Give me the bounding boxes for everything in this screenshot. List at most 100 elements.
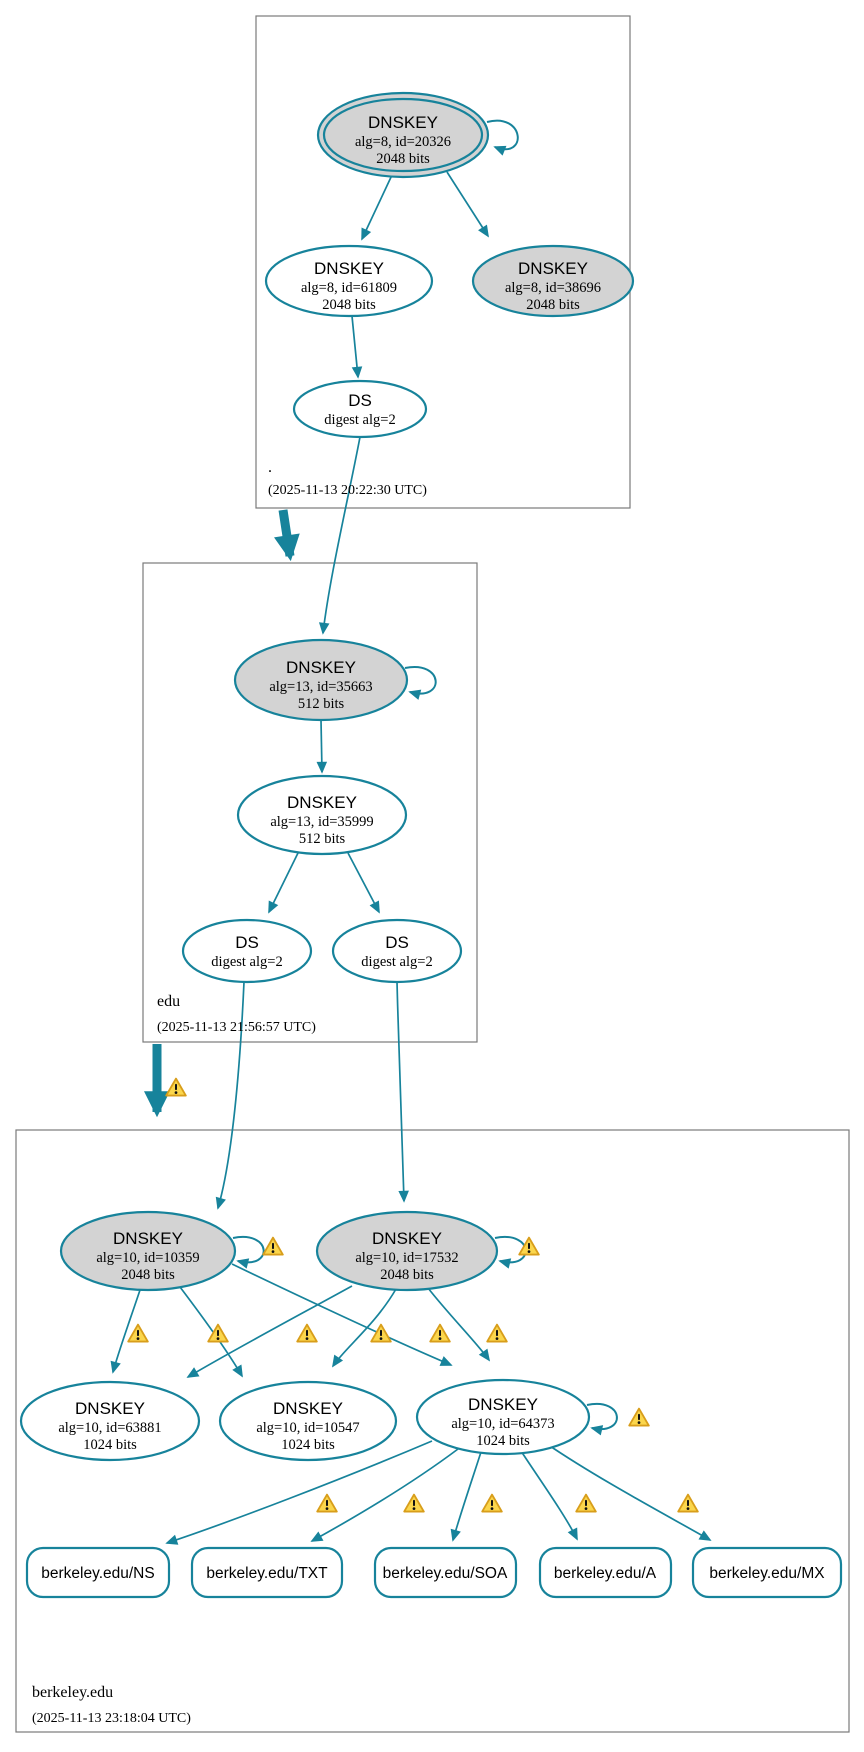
edge-edu-ds-left-to-10359 bbox=[215, 981, 245, 1210]
edge-64373-to-ns bbox=[165, 1440, 433, 1545]
dnskey-node-63881[interactable]: DNSKEY alg=10, id=63881 1024 bits bbox=[19, 1380, 201, 1462]
node-title: DS bbox=[235, 933, 259, 952]
node-title: DNSKEY bbox=[75, 1399, 145, 1418]
rrset-label: berkeley.edu/SOA bbox=[383, 1565, 508, 1582]
edge-17532-to-63881 bbox=[186, 1285, 353, 1378]
node-title: DS bbox=[385, 933, 409, 952]
node-bits: 2048 bits bbox=[376, 151, 430, 167]
edge-10359-to-63881 bbox=[110, 1289, 141, 1374]
zone-timestamp-berkeley: (2025-11-13 23:18:04 UTC) bbox=[32, 1711, 191, 1726]
node-detail: alg=13, id=35999 bbox=[270, 814, 373, 830]
rrset-box bbox=[190, 1546, 344, 1599]
rrset-box bbox=[691, 1546, 843, 1599]
ds-node-edu-right[interactable]: DS digest alg=2 bbox=[331, 918, 463, 984]
warning-icon bbox=[262, 1236, 284, 1256]
dnskey-node-10359[interactable]: DNSKEY alg=10, id=10359 2048 bits bbox=[59, 1210, 237, 1292]
warning-icon bbox=[518, 1236, 540, 1256]
node-detail: alg=10, id=17532 bbox=[355, 1250, 458, 1266]
warning-icon bbox=[628, 1407, 650, 1427]
node-bits: 1024 bits bbox=[476, 1433, 530, 1449]
warning-icon bbox=[486, 1323, 508, 1343]
rrset-box bbox=[373, 1546, 518, 1599]
zone-label-berkeley: berkeley.edu bbox=[32, 1684, 113, 1701]
node-title: DNSKEY bbox=[368, 113, 438, 132]
zone-label-edu: edu bbox=[157, 993, 180, 1010]
edge-35999-to-ds-left bbox=[268, 852, 299, 914]
rrset-label: berkeley.edu/A bbox=[554, 1565, 657, 1582]
zone-timestamp-root: (2025-11-13 20:22:30 UTC) bbox=[268, 483, 427, 498]
node-detail: alg=10, id=10547 bbox=[256, 1420, 359, 1436]
ds-node-root[interactable]: DS digest alg=2 bbox=[292, 379, 428, 439]
node-detail: alg=10, id=63881 bbox=[58, 1420, 161, 1436]
node-detail: digest alg=2 bbox=[211, 954, 282, 970]
dnskey-node-64373[interactable]: DNSKEY alg=10, id=64373 1024 bits bbox=[415, 1378, 591, 1456]
rrset-label: berkeley.edu/MX bbox=[709, 1565, 825, 1582]
node-detail: digest alg=2 bbox=[361, 954, 432, 970]
warning-icon bbox=[429, 1323, 451, 1343]
rrset-label: berkeley.edu/NS bbox=[41, 1565, 154, 1582]
warning-icon bbox=[316, 1493, 338, 1513]
edge-17532-to-64373 bbox=[427, 1287, 491, 1362]
node-ellipse bbox=[471, 244, 635, 318]
node-title: DNSKEY bbox=[113, 1229, 183, 1248]
zone-box-berkeley bbox=[15, 1129, 850, 1733]
node-title: DNSKEY bbox=[518, 259, 588, 278]
rrset-box bbox=[25, 1546, 171, 1599]
node-bits: 512 bits bbox=[298, 696, 345, 712]
edge-35663-self-loop bbox=[404, 665, 437, 700]
node-title: DNSKEY bbox=[286, 658, 356, 677]
edge-edu-ds-right-to-17532 bbox=[396, 981, 409, 1203]
node-ellipse bbox=[331, 918, 463, 984]
node-ellipse bbox=[59, 1210, 237, 1292]
edge-20326-to-61809 bbox=[361, 174, 393, 241]
node-detail: alg=8, id=61809 bbox=[301, 280, 397, 296]
node-title: DS bbox=[348, 391, 372, 410]
node-title: DNSKEY bbox=[468, 1395, 538, 1414]
zone-label-root: . bbox=[268, 459, 272, 476]
warning-icon bbox=[296, 1323, 318, 1343]
node-bits: 1024 bits bbox=[83, 1437, 137, 1453]
dnskey-node-38696[interactable]: DNSKEY alg=8, id=38696 2048 bits bbox=[471, 244, 635, 318]
node-bits: 2048 bits bbox=[526, 297, 580, 313]
rrset-node-mx[interactable]: berkeley.edu/MX bbox=[691, 1546, 843, 1599]
zone-box-edu bbox=[142, 562, 478, 1043]
node-ellipse bbox=[292, 379, 428, 439]
node-ellipse bbox=[19, 1380, 201, 1462]
node-bits: 2048 bits bbox=[121, 1267, 175, 1283]
warning-icon bbox=[207, 1323, 229, 1343]
node-ellipse bbox=[415, 1378, 591, 1456]
node-detail: alg=13, id=35663 bbox=[269, 679, 372, 695]
rrset-node-soa[interactable]: berkeley.edu/SOA bbox=[373, 1546, 518, 1599]
dnskey-node-35999[interactable]: DNSKEY alg=13, id=35999 512 bits bbox=[236, 774, 408, 856]
edge-35663-to-35999 bbox=[316, 719, 328, 774]
node-title: DNSKEY bbox=[372, 1229, 442, 1248]
edge-20326-self-loop bbox=[486, 119, 519, 156]
rrset-node-txt[interactable]: berkeley.edu/TXT bbox=[190, 1546, 344, 1599]
dnskey-node-61809[interactable]: DNSKEY alg=8, id=61809 2048 bits bbox=[264, 244, 434, 318]
node-ellipse bbox=[181, 918, 313, 984]
dnskey-node-35663[interactable]: DNSKEY alg=13, id=35663 512 bits bbox=[233, 638, 409, 722]
node-ellipse bbox=[315, 1210, 499, 1292]
node-detail: digest alg=2 bbox=[324, 412, 395, 428]
rrset-node-ns[interactable]: berkeley.edu/NS bbox=[25, 1546, 171, 1599]
dnskey-node-10547[interactable]: DNSKEY alg=10, id=10547 1024 bits bbox=[218, 1380, 398, 1462]
dnskey-node-17532[interactable]: DNSKEY alg=10, id=17532 2048 bits bbox=[315, 1210, 499, 1292]
warning-icon bbox=[165, 1077, 187, 1097]
node-bits: 512 bits bbox=[299, 831, 346, 847]
node-ellipse bbox=[264, 244, 434, 318]
ds-node-edu-left[interactable]: DS digest alg=2 bbox=[181, 918, 313, 984]
node-detail: alg=10, id=10359 bbox=[96, 1250, 199, 1266]
edge-61809-to-ds bbox=[351, 315, 363, 379]
node-title: DNSKEY bbox=[273, 1399, 343, 1418]
zone-timestamp-edu: (2025-11-13 21:56:57 UTC) bbox=[157, 1020, 316, 1035]
node-detail: alg=8, id=20326 bbox=[355, 134, 451, 150]
edge-root-ds-to-35663 bbox=[318, 436, 361, 635]
warning-icon bbox=[403, 1493, 425, 1513]
node-bits: 1024 bits bbox=[281, 1437, 335, 1453]
rrset-box bbox=[538, 1546, 673, 1599]
edge-64373-to-soa bbox=[450, 1451, 482, 1542]
rrset-node-a[interactable]: berkeley.edu/A bbox=[538, 1546, 673, 1599]
dnskey-node-20326[interactable]: DNSKEY alg=8, id=20326 2048 bits bbox=[316, 91, 490, 179]
